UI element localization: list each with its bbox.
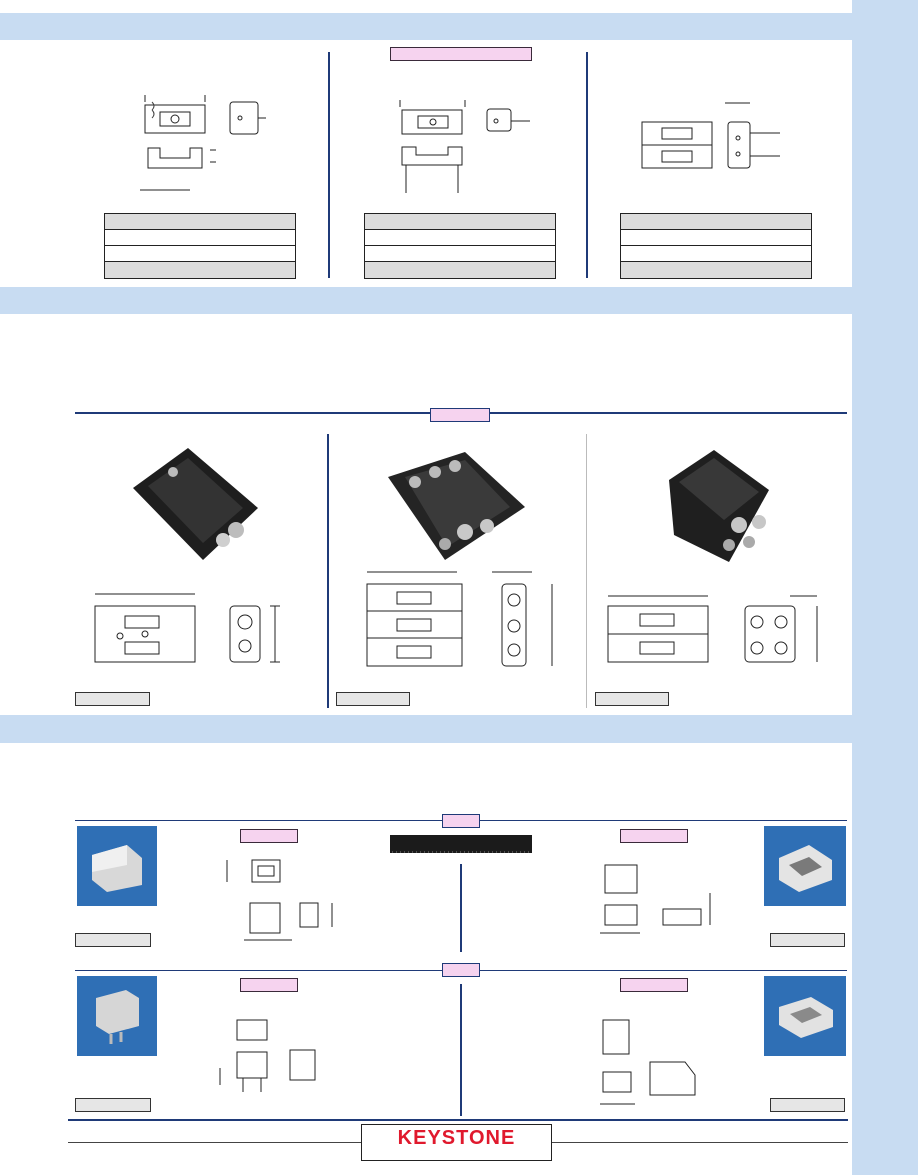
connector-drawing-icon <box>219 1019 316 1092</box>
connector-drawing-icon <box>226 859 333 941</box>
connector-tape-holes <box>392 851 530 853</box>
product-photo-icon <box>77 976 157 1056</box>
battery-holder-drawing-icon <box>366 571 553 667</box>
product-photo-icon <box>669 450 769 562</box>
table-row <box>621 230 811 246</box>
part-number-box <box>75 933 151 947</box>
part-label-box <box>390 47 532 61</box>
brand-logo-text: KEYSTONE <box>397 1127 516 1149</box>
table-header-row <box>105 214 295 230</box>
product-photo-icon <box>133 448 258 560</box>
product-photo-icon <box>388 452 525 560</box>
table-row <box>105 246 295 262</box>
section-band-top <box>0 13 852 40</box>
connector-drawing-icon <box>600 864 711 934</box>
column-divider-4 <box>586 434 587 708</box>
footer-rule-top <box>68 1119 848 1121</box>
part-number-box <box>75 692 150 706</box>
column-divider-3 <box>327 434 329 708</box>
table-header-row <box>621 214 811 230</box>
table-row <box>365 246 555 262</box>
part-number-box <box>336 692 410 706</box>
spec-table-3 <box>620 213 812 279</box>
table-row <box>621 246 811 262</box>
table-row <box>105 230 295 246</box>
section-label-box <box>442 963 480 977</box>
spec-table-1 <box>104 213 296 279</box>
product-photo-icon <box>77 826 157 906</box>
column-divider-6 <box>460 984 462 1116</box>
battery-holder-drawing-icon <box>140 95 266 191</box>
battery-holder-drawing-icon <box>641 102 780 169</box>
table-header-row <box>365 214 555 230</box>
part-number-box <box>75 1098 151 1112</box>
product-photo-icon <box>764 826 846 906</box>
spec-table-2 <box>364 213 556 279</box>
part-label-box <box>240 829 298 843</box>
connector-drawing-icon <box>600 1019 696 1105</box>
table-row <box>365 262 555 278</box>
section-band-bottom <box>0 715 852 743</box>
brand-logo: KEYSTONE <box>361 1124 552 1161</box>
section-label-box <box>442 814 480 828</box>
column-divider-2 <box>586 52 588 278</box>
table-row <box>621 262 811 278</box>
part-label-box <box>620 978 688 992</box>
part-number-box <box>770 933 845 947</box>
table-row <box>365 230 555 246</box>
part-label-box <box>620 829 688 843</box>
section-band-middle <box>0 287 852 314</box>
right-side-bar <box>852 0 918 1175</box>
battery-holder-drawing-icon <box>399 100 530 193</box>
connector-tape-strip <box>390 835 532 853</box>
section-label-box <box>430 408 490 422</box>
column-divider-5 <box>460 864 462 952</box>
product-photo-icon <box>764 976 846 1056</box>
part-number-box <box>770 1098 845 1112</box>
part-number-box <box>595 692 669 706</box>
part-label-box <box>240 978 298 992</box>
table-row <box>105 262 295 278</box>
battery-holder-drawing-icon <box>607 595 818 663</box>
column-divider-1 <box>328 52 330 278</box>
battery-holder-drawing-icon <box>94 593 280 663</box>
